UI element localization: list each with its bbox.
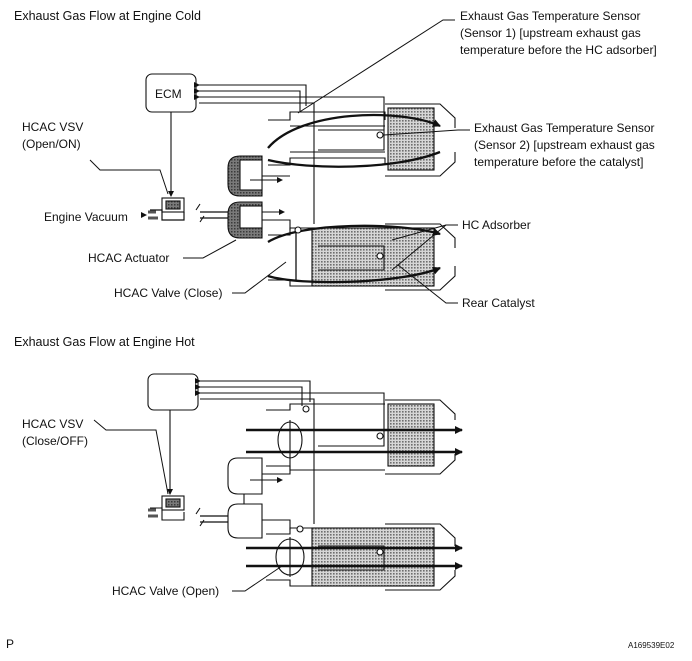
sensor2-line1: Exhaust Gas Temperature Sensor bbox=[474, 121, 655, 135]
hot-title: Exhaust Gas Flow at Engine Hot bbox=[14, 335, 195, 349]
engine-vacuum-label: Engine Vacuum bbox=[44, 210, 128, 224]
vsv-hot-line2: (Close/OFF) bbox=[22, 434, 88, 448]
rear-catalyst-label: Rear Catalyst bbox=[462, 296, 535, 310]
sensor1-line3: temperature before the HC adsorber] bbox=[460, 43, 657, 57]
actuator-label: HCAC Actuator bbox=[88, 251, 169, 265]
cold-diagram bbox=[141, 73, 456, 291]
vsv-hot-line1: HCAC VSV bbox=[22, 417, 83, 431]
hc-adsorber-label: HC Adsorber bbox=[462, 218, 531, 232]
vsv-cold-line1: HCAC VSV bbox=[22, 120, 83, 134]
sensor2-line2: (Sensor 2) [upstream exhaust gas bbox=[474, 138, 655, 152]
figure-code: A169539E02 bbox=[628, 641, 675, 650]
vsv-cold-line2: (Open/ON) bbox=[22, 137, 81, 151]
footer-left: P bbox=[6, 637, 14, 651]
sensor2-line3: temperature before the catalyst] bbox=[474, 155, 643, 169]
cold-title: Exhaust Gas Flow at Engine Cold bbox=[14, 9, 201, 23]
valve-open-label: HCAC Valve (Open) bbox=[112, 584, 219, 598]
hot-leaders bbox=[93, 419, 283, 592]
hot-diagram bbox=[147, 373, 463, 591]
ecm-label: ECM bbox=[155, 87, 182, 101]
ecm-box-hot bbox=[147, 373, 199, 411]
sensor1-line2: (Sensor 1) [upstream exhaust gas bbox=[460, 26, 641, 40]
cold-leaders bbox=[89, 19, 470, 304]
valve-close-label: HCAC Valve (Close) bbox=[114, 286, 222, 300]
rear-catalyst bbox=[311, 227, 435, 287]
sensor1-line1: Exhaust Gas Temperature Sensor bbox=[460, 9, 641, 23]
